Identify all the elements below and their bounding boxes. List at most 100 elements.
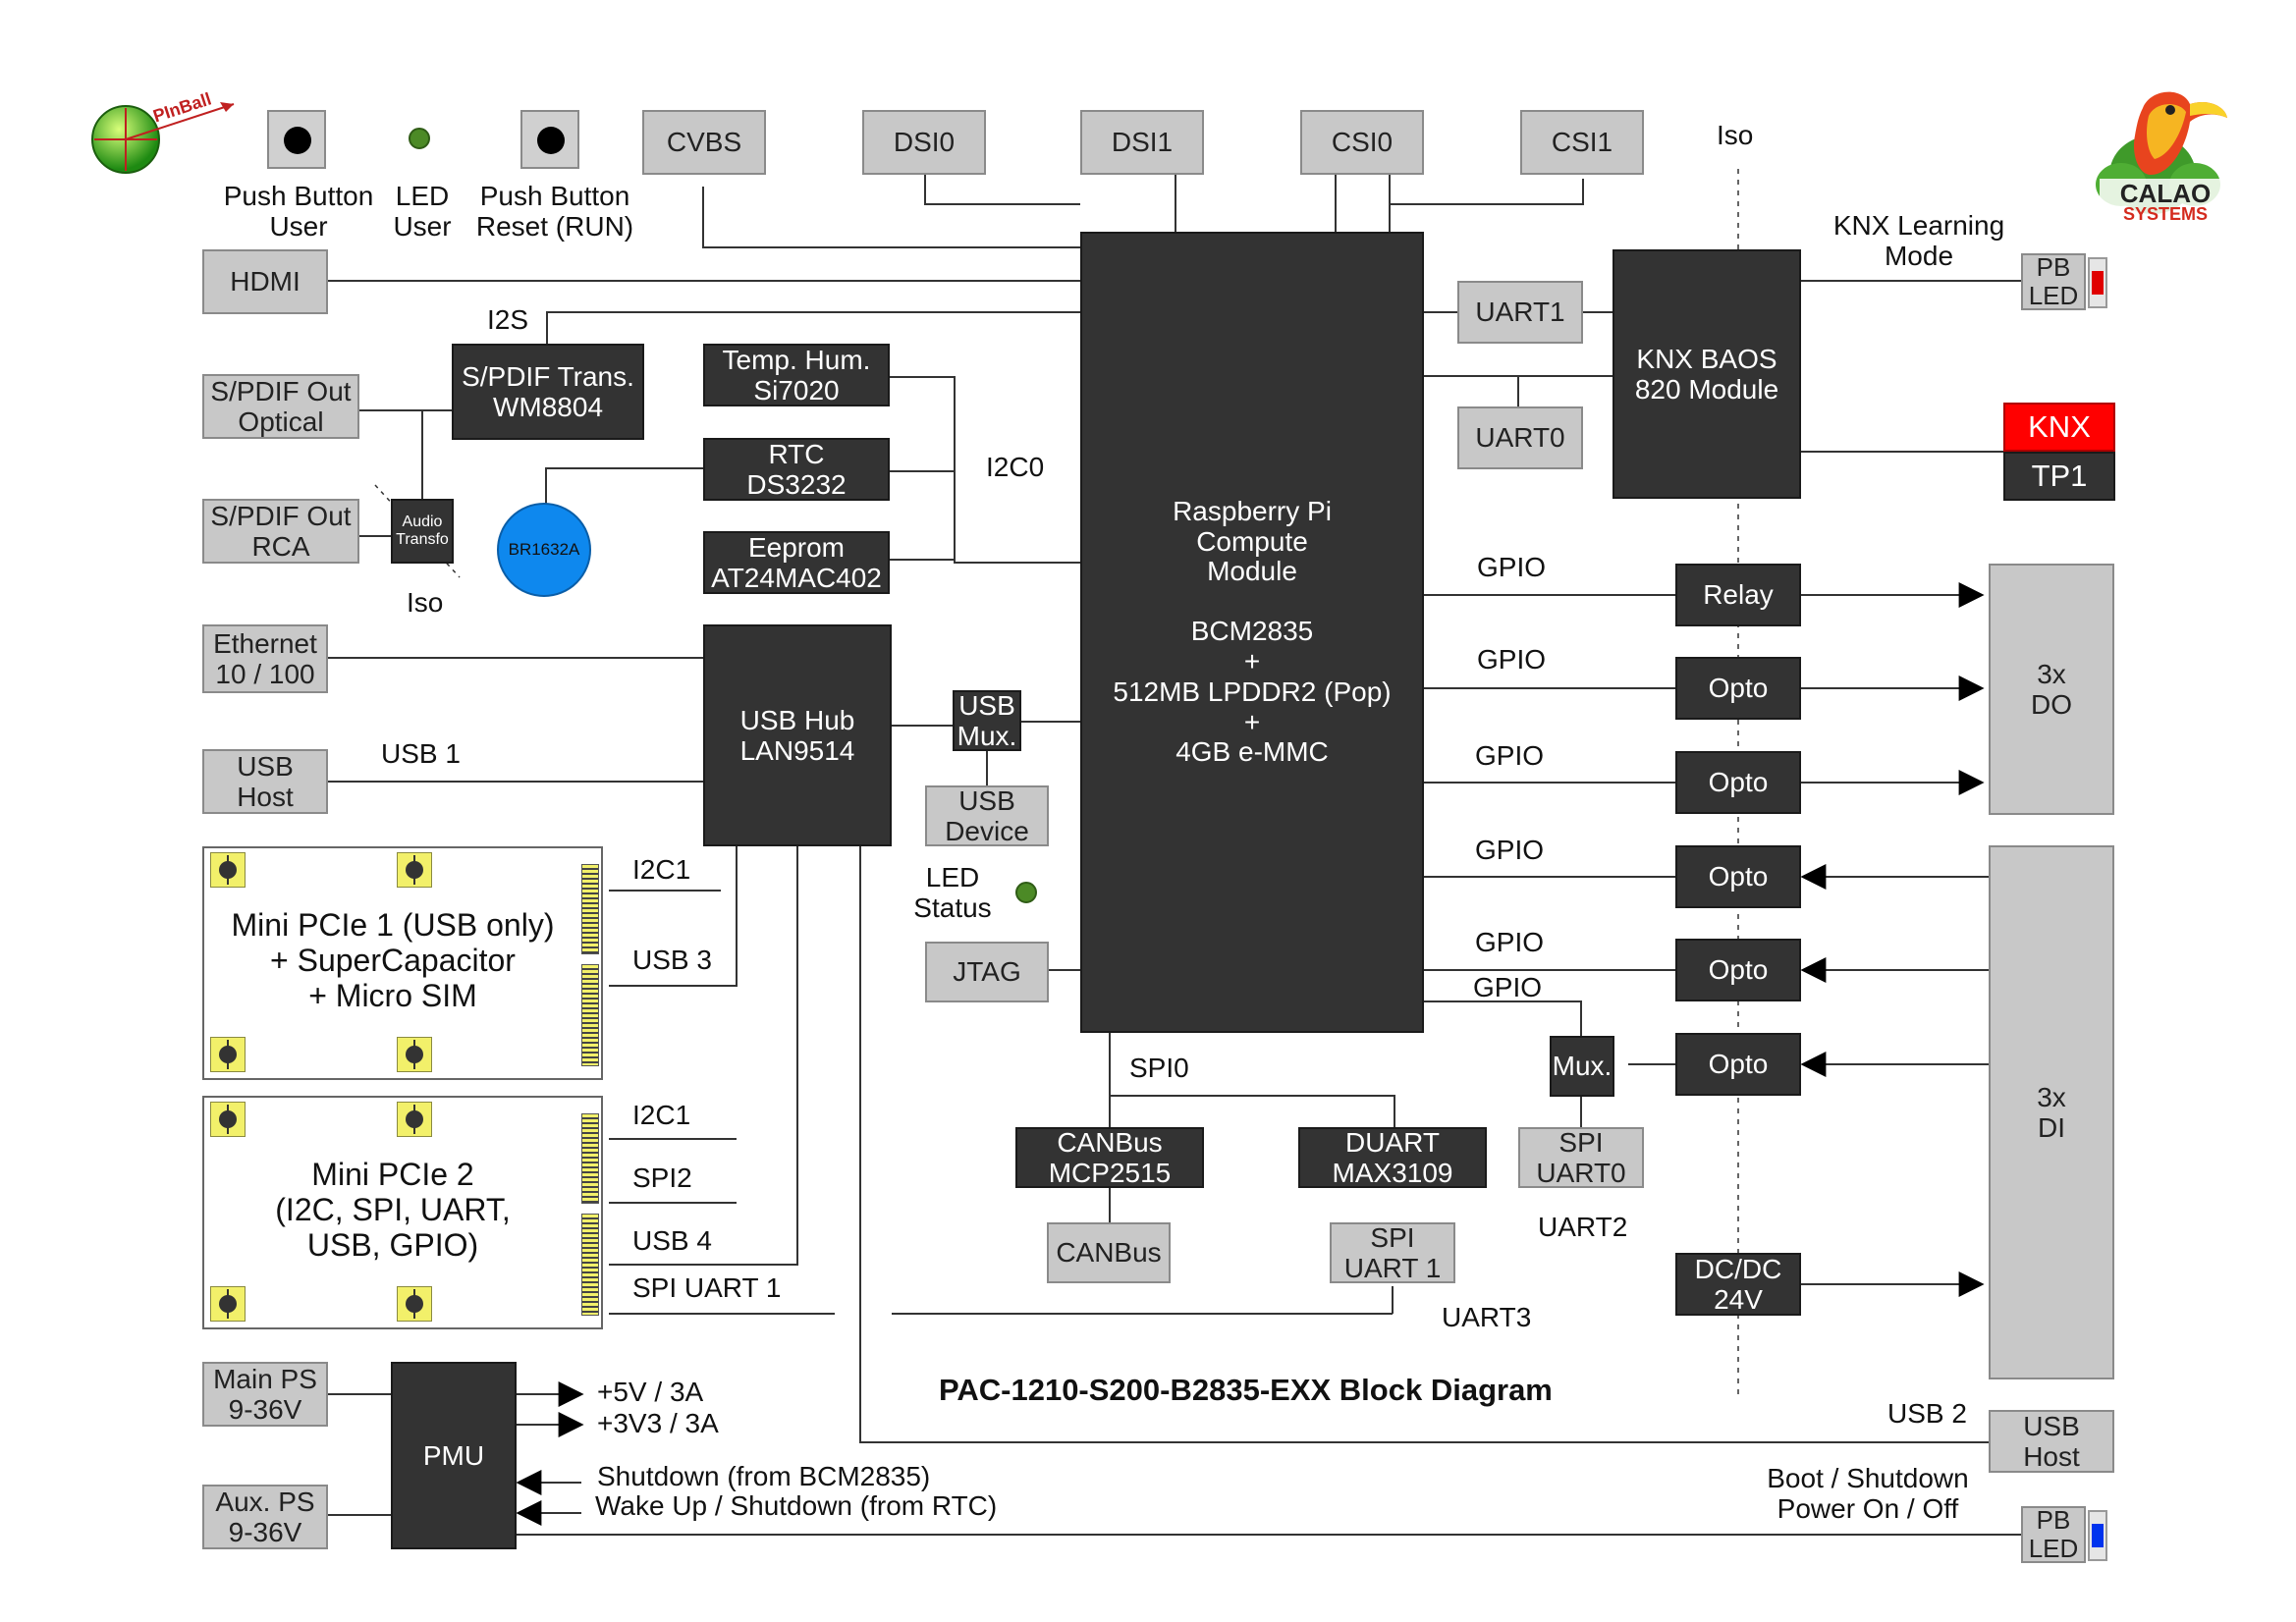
gpio-label-1: GPIO [1477, 552, 1547, 582]
opto-block-1: Opto [1675, 657, 1801, 720]
canbus-block: CANBus [1047, 1222, 1171, 1283]
mini-pcie-1-text: Mini PCIe 1 (USB only)+ SuperCapacitor+ … [231, 907, 555, 1013]
pmu-block: PMU [391, 1362, 517, 1549]
pcie-edge-connector [581, 1214, 599, 1316]
gpio-label-5: GPIO [1475, 927, 1545, 957]
pcie1-i2c1-label: I2C1 [632, 854, 691, 885]
screw-icon [210, 852, 246, 888]
pcie2-i2c1-label: I2C1 [632, 1100, 691, 1130]
shutdown-label: Shutdown (from BCM2835) [597, 1461, 931, 1491]
uart1-block: UART1 [1457, 281, 1583, 344]
opto-block-4: Opto [1675, 939, 1801, 1001]
screw-icon [397, 1286, 432, 1322]
knx-label-block: KNX [2003, 403, 2115, 452]
iso-label-audio: Iso [407, 587, 444, 618]
i2s-label: I2S [487, 304, 529, 335]
i2c0-label: I2C0 [986, 452, 1045, 482]
pcie2-spi2-label: SPI2 [632, 1162, 692, 1193]
screw-icon [210, 1037, 246, 1072]
spi0-label: SPI0 [1129, 1053, 1189, 1083]
gpio-label-3: GPIO [1475, 740, 1545, 771]
pinball-logo: PInBall [91, 89, 235, 174]
opto-block-5: Opto [1675, 1033, 1801, 1096]
pcie-edge-connector [581, 864, 599, 954]
cvbs-block: CVBS [642, 110, 766, 175]
pcie2-usb4-label: USB 4 [632, 1225, 712, 1256]
gpio-label-6: GPIO [1473, 972, 1543, 1002]
mini-pcie-2-card: Mini PCIe 2(I2C, SPI, UART,USB, GPIO) [202, 1096, 603, 1329]
battery-br1632a: BR1632A [497, 503, 591, 597]
dsi1-block: DSI1 [1080, 110, 1204, 175]
csi0-block: CSI0 [1300, 110, 1424, 175]
screw-icon [210, 1102, 246, 1137]
relay-block: Relay [1675, 564, 1801, 626]
push-button-reset [520, 110, 579, 169]
pcie-edge-connector [581, 964, 599, 1066]
mux-block: Mux. [1550, 1036, 1614, 1097]
wakeup-label: Wake Up / Shutdown (from RTC) [595, 1490, 998, 1521]
uart2-label: UART2 [1538, 1212, 1628, 1242]
hdmi-block: HDMI [202, 249, 328, 314]
opto-block-3: Opto [1675, 845, 1801, 908]
opto-block-2: Opto [1675, 751, 1801, 814]
usb2-label: USB 2 [1887, 1398, 1967, 1429]
led-status [1015, 882, 1037, 903]
jtag-block: JTAG [925, 942, 1049, 1002]
diagram-title: PAC-1210-S200-B2835-EXX Block Diagram [939, 1373, 1553, 1407]
uart0-block: UART0 [1457, 406, 1583, 469]
dsi0-block: DSI0 [862, 110, 986, 175]
spdif-trans-block: S/PDIF Trans.WM8804 [452, 344, 644, 440]
gpio-label-4: GPIO [1475, 835, 1545, 865]
mini-pcie-2-text: Mini PCIe 2(I2C, SPI, UART,USB, GPIO) [275, 1157, 511, 1263]
out-5v-label: +5V / 3A [597, 1377, 704, 1407]
pcie2-spi-uart1-label: SPI UART 1 [632, 1272, 782, 1303]
calao-logo-subtext: SYSTEMS [2123, 204, 2208, 224]
tp1-block: TP1 [2003, 452, 2115, 501]
out-3v3-label: +3V3 / 3A [597, 1408, 719, 1438]
uart3-label: UART3 [1442, 1302, 1532, 1332]
gpio-label-2: GPIO [1477, 644, 1547, 675]
calao-logo: CALAO SYSTEMS [2096, 91, 2231, 224]
temp-hum-block: Temp. Hum.Si7020 [703, 344, 890, 406]
push-button-user [267, 110, 326, 169]
screw-icon [397, 1037, 432, 1072]
screw-icon [397, 852, 432, 888]
mini-pcie-1-card: Mini PCIe 1 (USB only)+ SuperCapacitor+ … [202, 846, 603, 1080]
usb1-label: USB 1 [381, 738, 461, 769]
pcie1-usb3-label: USB 3 [632, 945, 712, 975]
csi1-block: CSI1 [1520, 110, 1644, 175]
led-user [409, 128, 430, 149]
pb-led-knx-red-indicator [2088, 257, 2107, 308]
calao-logo-text: CALAO [2120, 179, 2211, 208]
pcie-edge-connector [581, 1113, 599, 1204]
pb-led-power-blue-indicator [2088, 1510, 2107, 1561]
